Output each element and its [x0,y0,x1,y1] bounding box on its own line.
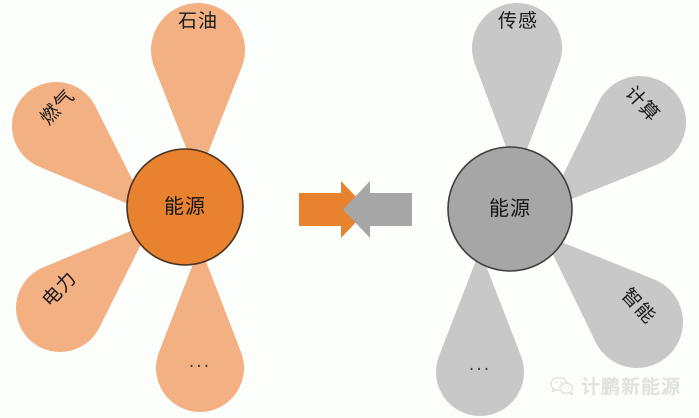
arrow-left-gray[interactable] [343,181,412,238]
right-satellites [436,3,699,416]
satellite-label-more-right: ... [468,355,492,375]
satellite-teardrop[interactable] [0,190,182,370]
satellite-teardrop[interactable] [436,250,524,416]
satellite-teardrop[interactable] [512,201,699,387]
satellite-teardrop[interactable] [156,246,244,412]
satellite-teardrop[interactable] [151,3,246,179]
left-hub-circle[interactable] [126,148,244,266]
right-hub-circle[interactable] [447,146,573,272]
satellite-teardrop[interactable] [515,57,699,243]
left-satellites [0,3,246,412]
satellite-label-more-left: ... [188,352,212,372]
arrow-right-orange[interactable] [299,181,368,238]
satellite-teardrop[interactable] [0,64,179,245]
satellite-teardrop[interactable] [472,3,562,176]
